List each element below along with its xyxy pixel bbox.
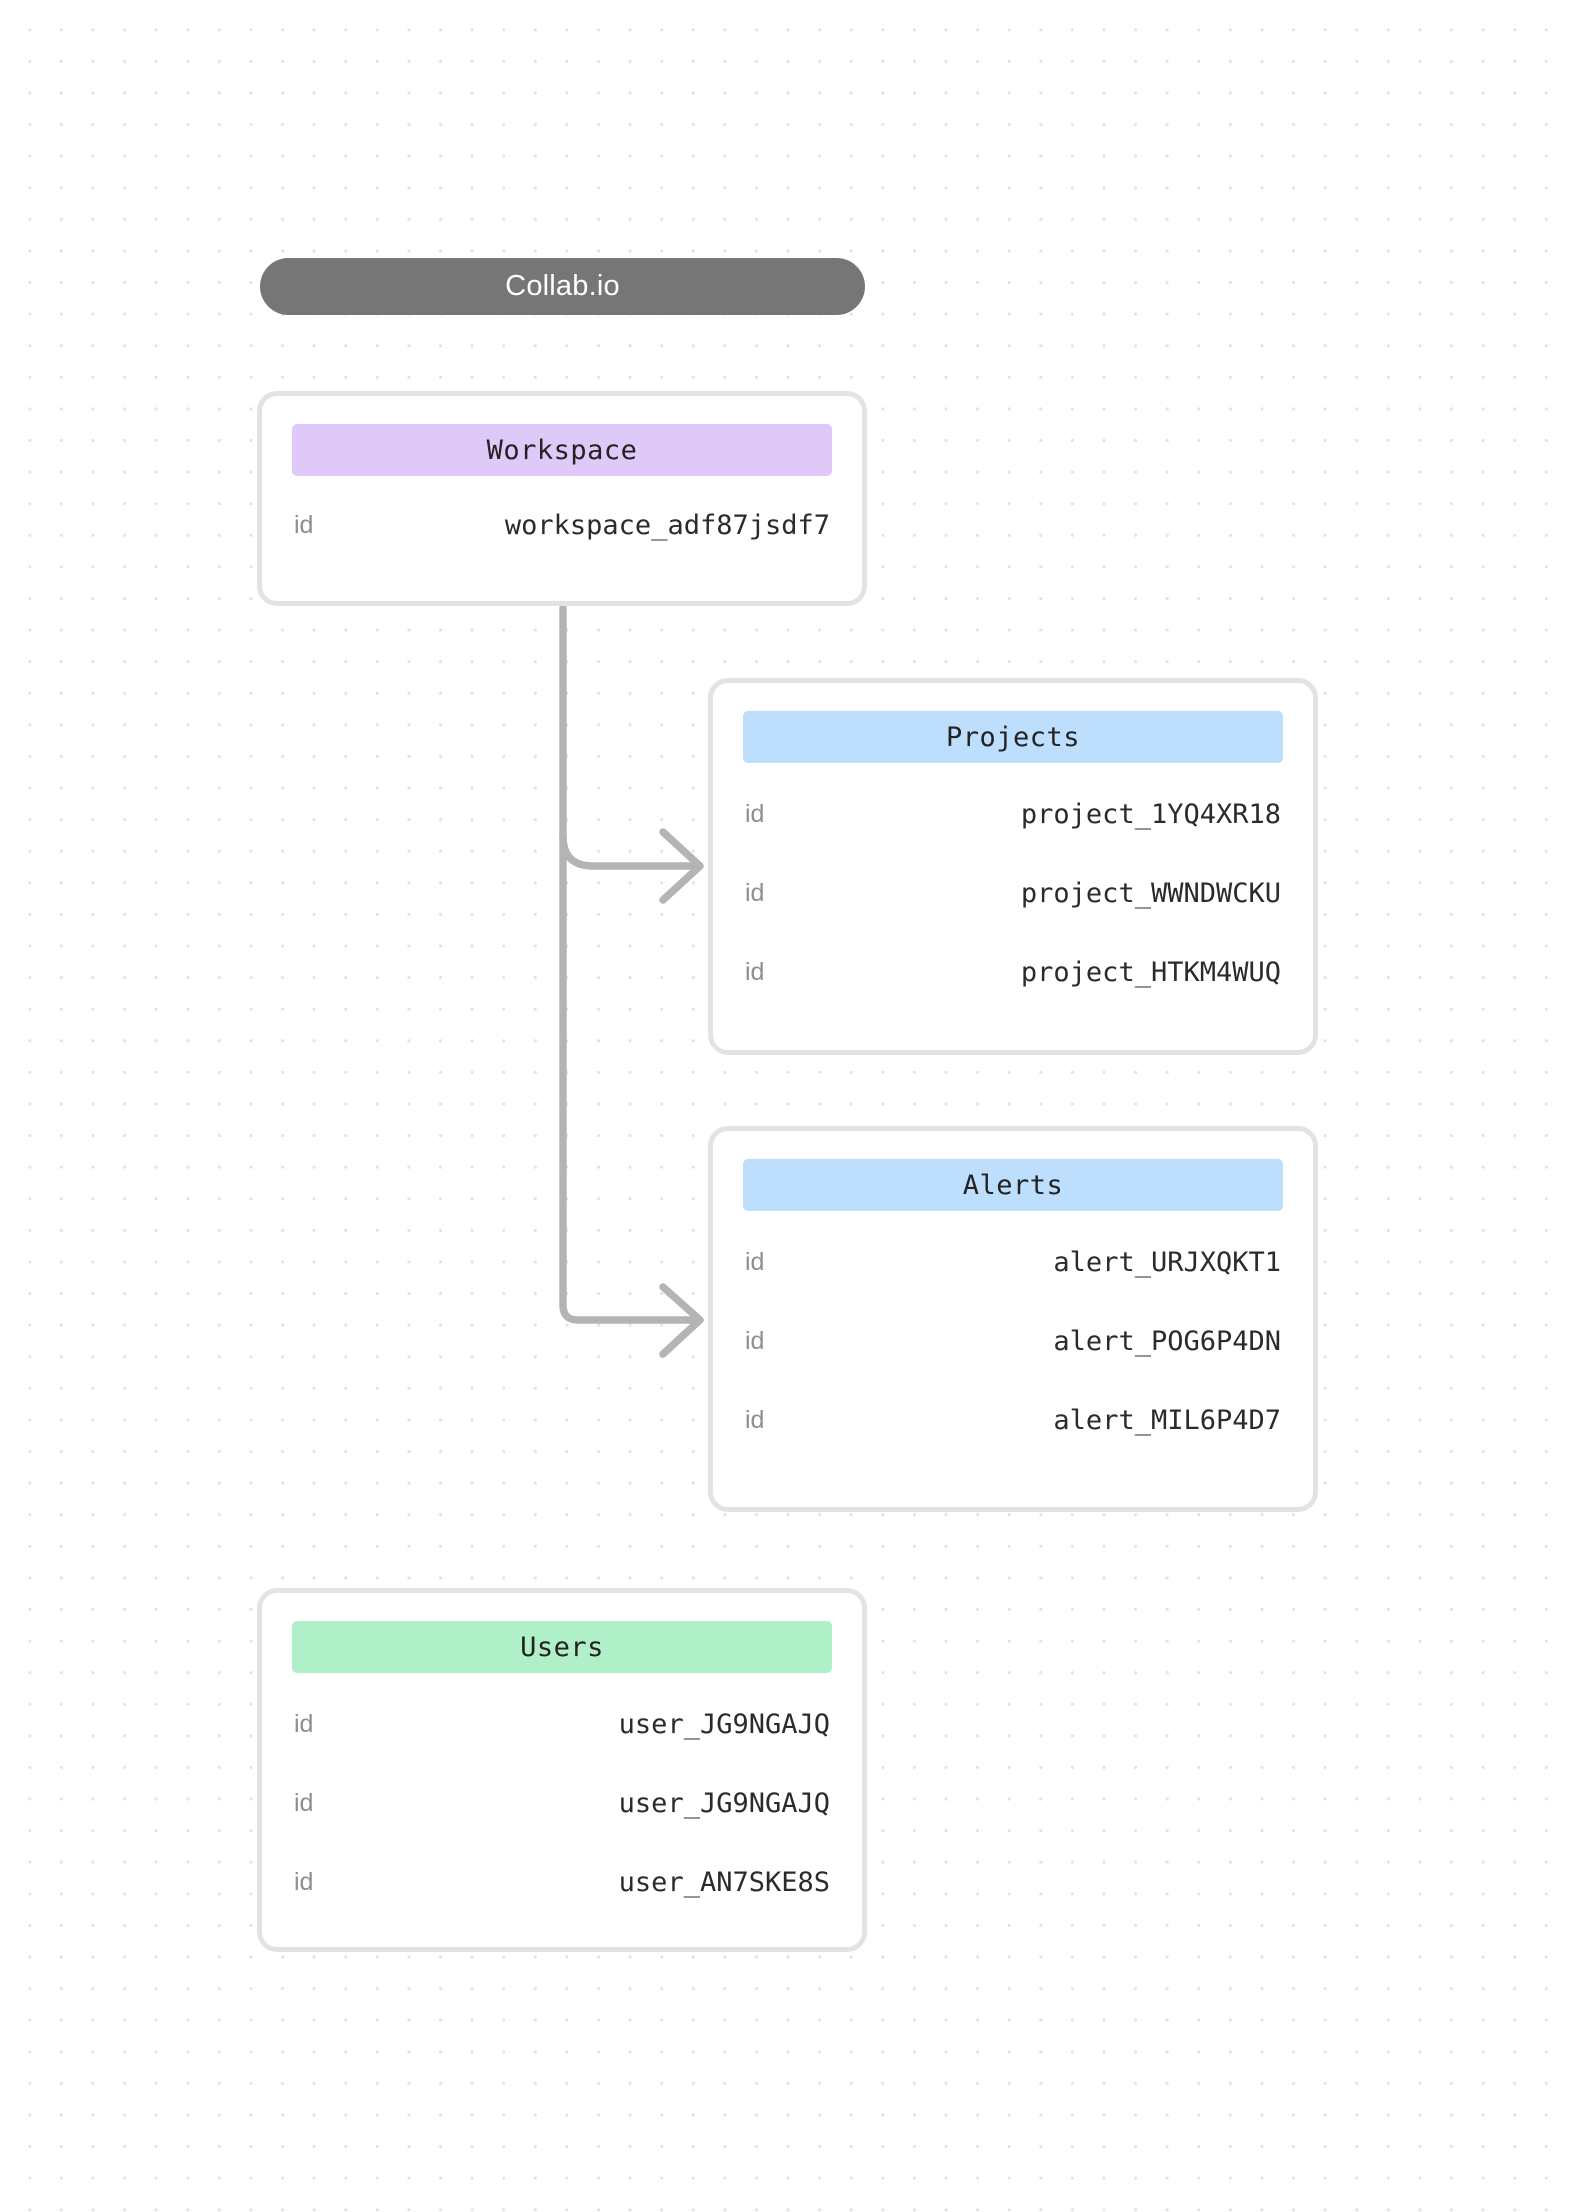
table-row[interactable]: id alert_MIL6P4D7	[743, 1381, 1283, 1460]
row-key: id	[745, 800, 765, 828]
entity-title-label-workspace: Workspace	[486, 434, 638, 466]
row-key: id	[294, 510, 314, 539]
entity-title-label-users: Users	[520, 1631, 604, 1663]
entity-card-projects[interactable]: Projects id project_1YQ4XR18 id project_…	[708, 678, 1318, 1055]
entity-title-projects: Projects	[743, 711, 1283, 763]
table-row[interactable]: id alert_POG6P4DN	[743, 1302, 1283, 1381]
row-value: project_1YQ4XR18	[1020, 799, 1281, 830]
entity-rows-workspace: id workspace_adf87jsdf7	[292, 488, 832, 562]
table-row[interactable]: id workspace_adf87jsdf7	[292, 488, 832, 562]
row-key: id	[745, 1406, 765, 1434]
row-key: id	[294, 1789, 314, 1817]
row-value: user_JG9NGAJQ	[618, 1709, 830, 1740]
table-row[interactable]: id project_HTKM4WUQ	[743, 933, 1283, 1012]
entity-title-alerts: Alerts	[743, 1159, 1283, 1211]
row-value: project_WWNDWCKU	[1020, 878, 1281, 909]
row-value: alert_URJXQKT1	[1053, 1247, 1281, 1278]
connector-arrowhead-projects	[659, 828, 704, 904]
app-title-pill[interactable]: Collab.io	[260, 258, 865, 315]
row-key: id	[745, 879, 765, 907]
row-value: user_JG9NGAJQ	[618, 1788, 830, 1819]
row-value: workspace_adf87jsdf7	[504, 509, 830, 541]
entity-rows-alerts: id alert_URJXQKT1 id alert_POG6P4DN id a…	[743, 1223, 1283, 1460]
row-value: alert_MIL6P4D7	[1053, 1405, 1281, 1436]
table-row[interactable]: id user_AN7SKE8S	[292, 1843, 832, 1922]
row-key: id	[745, 1248, 765, 1276]
connector-trunk	[559, 604, 582, 1324]
entity-rows-users: id user_JG9NGAJQ id user_JG9NGAJQ id use…	[292, 1685, 832, 1922]
table-row[interactable]: id project_WWNDWCKU	[743, 854, 1283, 933]
entity-card-users[interactable]: Users id user_JG9NGAJQ id user_JG9NGAJQ …	[257, 1588, 867, 1952]
connector-workspace-projects	[559, 832, 704, 870]
entity-title-workspace: Workspace	[292, 424, 832, 476]
row-key: id	[745, 958, 765, 986]
connector-arrowhead-alerts	[659, 1283, 704, 1358]
entity-rows-projects: id project_1YQ4XR18 id project_WWNDWCKU …	[743, 775, 1283, 1012]
table-row[interactable]: id user_JG9NGAJQ	[292, 1685, 832, 1764]
row-value: alert_POG6P4DN	[1053, 1326, 1281, 1357]
entity-title-users: Users	[292, 1621, 832, 1673]
row-key: id	[294, 1868, 314, 1896]
row-key: id	[294, 1710, 314, 1738]
entity-title-label-projects: Projects	[945, 721, 1081, 753]
entity-card-alerts[interactable]: Alerts id alert_URJXQKT1 id alert_POG6P4…	[708, 1126, 1318, 1512]
app-title-label: Collab.io	[505, 270, 620, 302]
entity-card-workspace[interactable]: Workspace id workspace_adf87jsdf7	[257, 391, 867, 606]
table-row[interactable]: id alert_URJXQKT1	[743, 1223, 1283, 1302]
table-row[interactable]: id user_JG9NGAJQ	[292, 1764, 832, 1843]
row-key: id	[745, 1327, 765, 1355]
table-row[interactable]: id project_1YQ4XR18	[743, 775, 1283, 854]
row-value: user_AN7SKE8S	[618, 1867, 830, 1898]
entity-title-label-alerts: Alerts	[962, 1169, 1064, 1201]
row-value: project_HTKM4WUQ	[1020, 957, 1281, 988]
